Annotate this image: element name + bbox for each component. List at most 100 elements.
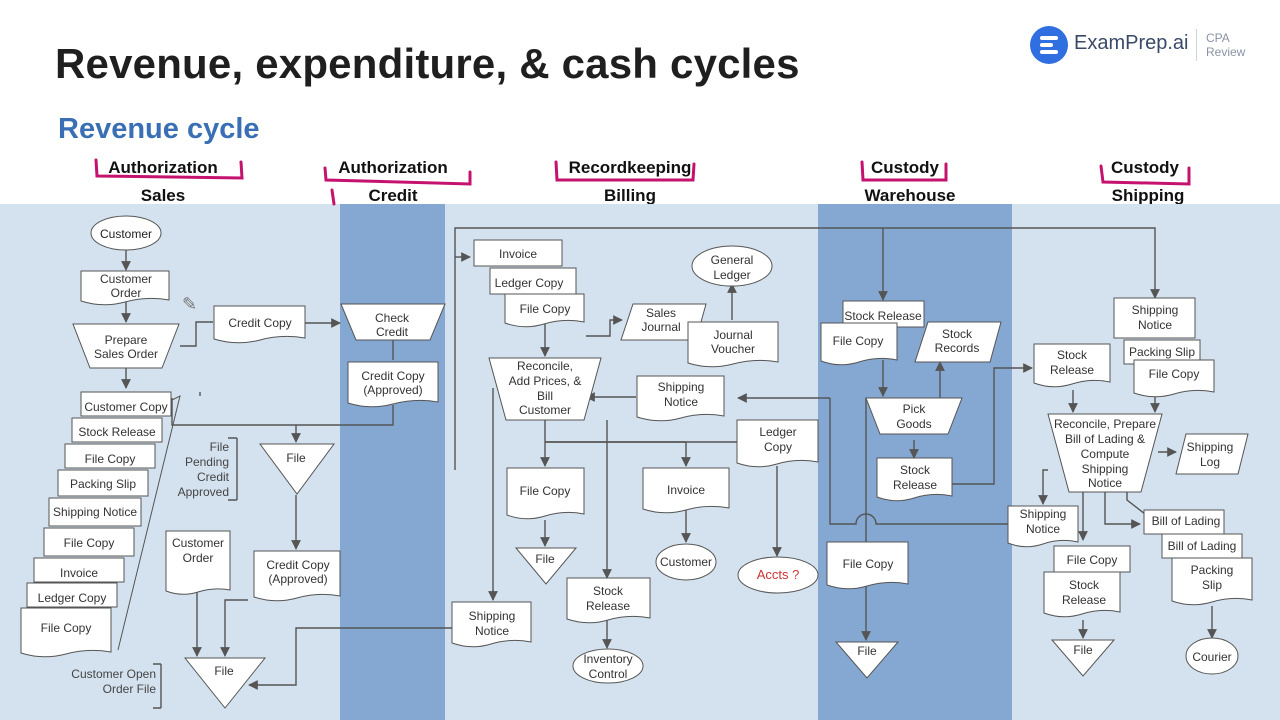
- shipping-nodes: Shipping Notice Packing Slip File Copy S…: [1007, 297, 1253, 677]
- column-function-credit: Authorization: [338, 158, 448, 177]
- stock-release-billing-doc: [566, 577, 651, 624]
- shipping-notice-2-shipping-doc: [1007, 505, 1079, 548]
- file-copy-shipping-doc: [1133, 359, 1215, 398]
- svg-text:Customer: Customer: [172, 536, 224, 550]
- reconcile-bill-customer-process: [488, 357, 602, 421]
- svg-text:Ledger: Ledger: [713, 268, 750, 282]
- svg-text:File Copy: File Copy: [1067, 553, 1118, 567]
- svg-text:Ledger Copy: Ledger Copy: [495, 276, 564, 290]
- svg-text:Notice: Notice: [1026, 522, 1060, 536]
- svg-text:File Copy: File Copy: [843, 557, 894, 571]
- svg-text:Shipping: Shipping: [1187, 440, 1234, 454]
- pick-goods-process: [865, 397, 963, 435]
- svg-text:Order: Order: [111, 286, 142, 300]
- svg-text:Packing Slip: Packing Slip: [70, 477, 136, 491]
- invoice-doc: [473, 239, 563, 267]
- file-copy-2-warehouse-doc: [826, 541, 909, 590]
- svg-text:Inventory: Inventory: [583, 652, 632, 666]
- svg-text:Credit Copy: Credit Copy: [266, 558, 329, 572]
- svg-text:Slip: Slip: [1202, 578, 1222, 592]
- svg-text:Bill: Bill: [537, 389, 553, 403]
- stack-doc-9: [20, 607, 112, 658]
- svg-text:Ledger: Ledger: [759, 425, 796, 439]
- customer-order-2-document: [165, 530, 231, 595]
- shipping-notice-billing-2-doc: [451, 601, 532, 648]
- svg-text:Order: Order: [183, 551, 214, 565]
- svg-text:Shipping: Shipping: [1132, 303, 1179, 317]
- svg-text:Pending: Pending: [185, 455, 229, 469]
- stack-bracket: [117, 395, 181, 651]
- logo-divider: [1196, 29, 1197, 61]
- shipping-notice-billing-doc: [636, 375, 725, 422]
- svg-text:Copy: Copy: [764, 440, 792, 454]
- svg-text:Journal: Journal: [641, 320, 680, 334]
- column-department-shipping: Shipping: [1111, 186, 1185, 205]
- svg-text:File Copy: File Copy: [41, 621, 92, 635]
- credit-copy-approved-credit: [347, 361, 439, 408]
- lane-credit: [340, 204, 445, 720]
- stock-release-shipping-doc: [1033, 343, 1111, 388]
- svg-text:Notice: Notice: [1138, 318, 1172, 332]
- examprep-logo[interactable]: ExamPrep.ai CPA Review: [1030, 26, 1270, 66]
- customer-billing-terminal: [655, 543, 717, 581]
- svg-text:Invoice: Invoice: [499, 247, 537, 261]
- sales-nodes: Customer Customer Order Prepare Sales Or…: [20, 215, 341, 709]
- svg-text:Credit: Credit: [197, 470, 230, 484]
- svg-text:Reconcile,: Reconcile,: [517, 359, 573, 373]
- svg-text:Packing: Packing: [1191, 563, 1234, 577]
- prepare-sales-order-process: [72, 323, 180, 369]
- svg-text:File Copy: File Copy: [833, 334, 884, 348]
- flow-connectors: [121, 227, 1217, 709]
- svg-text:Stock: Stock: [900, 463, 931, 477]
- stack-doc-8: [26, 582, 118, 608]
- document-stack: File Copy Ledger Copy Invoice File Copy …: [20, 391, 172, 658]
- svg-text:Goods: Goods: [896, 417, 931, 431]
- invoice-2-doc: [642, 467, 730, 514]
- examprep-logo-icon: [1030, 26, 1068, 64]
- svg-text:Shipping: Shipping: [658, 380, 705, 394]
- column-department-billing: Billing: [604, 186, 656, 205]
- shipping-notice-shipping-doc: [1113, 297, 1196, 339]
- svg-text:Notice: Notice: [475, 624, 509, 638]
- stack-doc-2: [71, 417, 163, 443]
- svg-text:Bill of Lading &: Bill of Lading &: [1065, 432, 1145, 446]
- billing-file: [514, 547, 578, 585]
- warehouse-file: [834, 641, 900, 679]
- svg-text:Notice: Notice: [664, 395, 698, 409]
- svg-text:Shipping: Shipping: [1082, 462, 1129, 476]
- stock-release-2-shipping-doc: [1043, 571, 1121, 618]
- svg-text:Bill of Lading: Bill of Lading: [1152, 514, 1221, 528]
- journal-voucher-doc: [687, 321, 779, 368]
- column-function-shipping: Custody: [1111, 158, 1179, 177]
- billing-nodes: Invoice Ledger Copy File Copy Sales Jour…: [451, 239, 819, 684]
- svg-text:File: File: [857, 644, 877, 658]
- svg-text:Shipping: Shipping: [1020, 507, 1067, 521]
- svg-text:Accts ?: Accts ?: [757, 567, 800, 582]
- customer-order-document: [80, 270, 170, 306]
- svg-text:File Copy: File Copy: [1149, 367, 1200, 381]
- svg-text:Add Prices, &: Add Prices, &: [509, 374, 582, 388]
- stack-doc-3: [64, 443, 156, 469]
- svg-text:Customer: Customer: [100, 272, 152, 286]
- file-copy-doc: [504, 293, 585, 328]
- svg-text:Records: Records: [935, 341, 980, 355]
- svg-text:General: General: [711, 253, 754, 267]
- file-copy-2-shipping-doc: [1053, 545, 1131, 573]
- svg-text:Stock: Stock: [942, 327, 973, 341]
- svg-text:Compute: Compute: [1081, 447, 1130, 461]
- svg-text:Customer Copy: Customer Copy: [84, 400, 167, 414]
- shipping-log-io: [1175, 433, 1249, 475]
- svg-text:Voucher: Voucher: [711, 342, 755, 356]
- column-department-warehouse: Warehouse: [864, 186, 956, 205]
- svg-text:Courier: Courier: [1192, 650, 1231, 664]
- logo-tagline: CPA Review: [1206, 31, 1246, 59]
- svg-text:Order File: Order File: [103, 682, 157, 696]
- svg-text:Invoice: Invoice: [667, 483, 705, 497]
- svg-text:Packing Slip: Packing Slip: [1129, 345, 1195, 359]
- svg-text:Sales: Sales: [646, 306, 676, 320]
- svg-text:Check: Check: [375, 311, 410, 325]
- svg-text:(Approved): (Approved): [363, 383, 422, 397]
- svg-text:Journal: Journal: [713, 328, 752, 342]
- annotation-brackets: [94, 158, 1191, 206]
